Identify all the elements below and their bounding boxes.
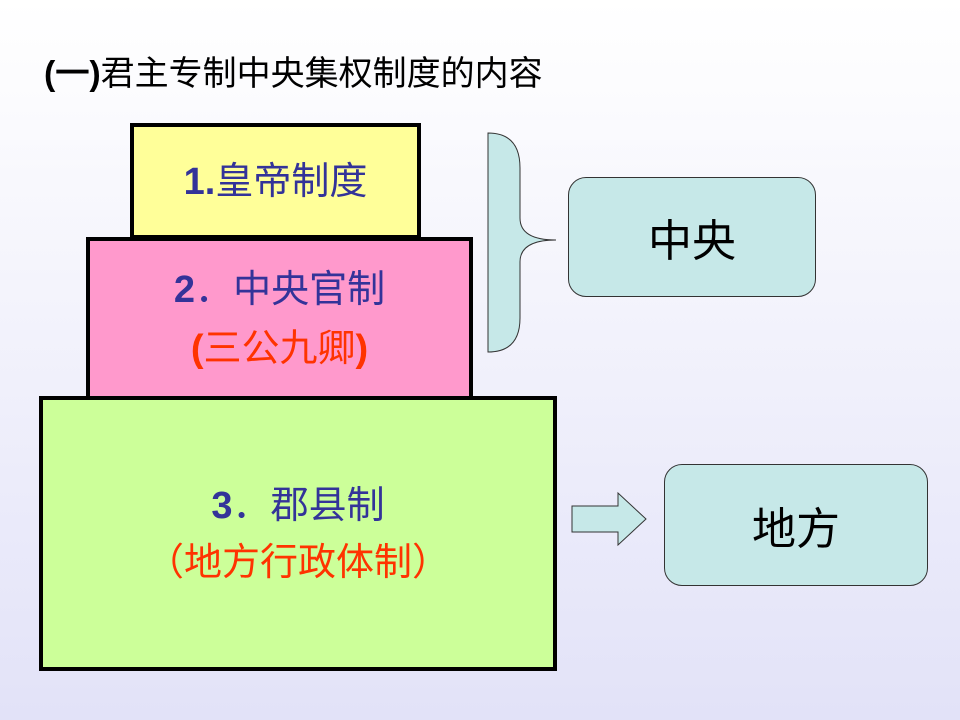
central-label: 中央: [648, 216, 736, 267]
level-2-sub-close: ): [355, 327, 369, 370]
right-arrow-icon: [571, 491, 647, 547]
level-2-subtitle: (三公九卿): [191, 319, 368, 378]
level-2-title: 2．中央官制: [174, 260, 385, 319]
level-1-title: 1.皇帝制度: [184, 153, 368, 210]
level-3-name: 郡县制: [270, 483, 385, 527]
local-box: 地方: [664, 464, 928, 586]
level-2-number: 2: [173, 268, 196, 311]
level-3-box: 3．郡县制 （地方行政体制）: [39, 396, 557, 671]
central-box: 中央: [568, 177, 816, 297]
page-title: (一)君主专制中央集权制度的内容: [44, 48, 543, 100]
level-2-sub-text: 三公九卿: [203, 325, 356, 370]
title-prefix: (一): [44, 55, 101, 93]
level-1-box: 1.皇帝制度: [130, 123, 421, 239]
title-text: 君主专制中央集权制度的内容: [100, 54, 543, 94]
level-3-number: 3: [211, 485, 233, 527]
local-label: 地方: [752, 504, 840, 555]
level-2-separator: ．: [195, 266, 234, 311]
level-2-box: 2．中央官制 (三公九卿): [86, 237, 473, 400]
level-1-number: 1.: [183, 160, 216, 203]
level-3-separator: ．: [232, 483, 271, 527]
level-3-title: 3．郡县制: [211, 477, 384, 534]
level-2-sub-open: (: [190, 327, 204, 370]
brace-shape: [487, 132, 557, 353]
level-3-subtitle: （地方行政体制）: [145, 540, 450, 584]
level-2-name: 中央官制: [233, 266, 386, 311]
level-1-name: 皇帝制度: [215, 158, 368, 203]
